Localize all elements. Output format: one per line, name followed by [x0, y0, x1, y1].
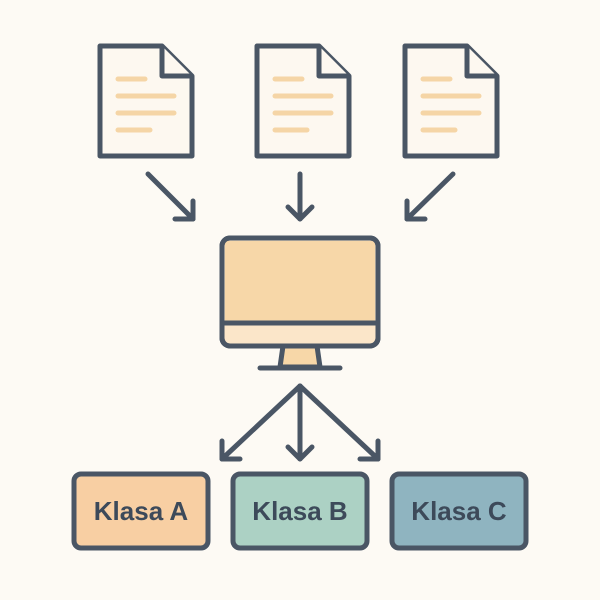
arrow-doc1-to-computer — [145, 171, 196, 222]
arrow-computer-to-class-a — [219, 383, 303, 462]
class-label-b: Klasa B — [252, 496, 347, 526]
class-label-a: Klasa A — [94, 496, 189, 526]
class-box-c: Klasa C — [389, 471, 529, 551]
class-box-b: Klasa B — [230, 471, 370, 551]
monitor-icon — [219, 235, 381, 371]
arrow-computer-to-class-c — [297, 383, 381, 462]
document-icon-3 — [405, 46, 497, 156]
class-box-a: Klasa A — [71, 471, 211, 551]
document-icon-1 — [100, 46, 192, 156]
class-label-c: Klasa C — [411, 496, 507, 526]
arrow-doc3-to-computer — [404, 171, 456, 222]
arrow-computer-to-class-b — [285, 383, 315, 462]
document-icon-2 — [257, 46, 349, 156]
arrow-doc2-to-computer — [285, 171, 315, 222]
